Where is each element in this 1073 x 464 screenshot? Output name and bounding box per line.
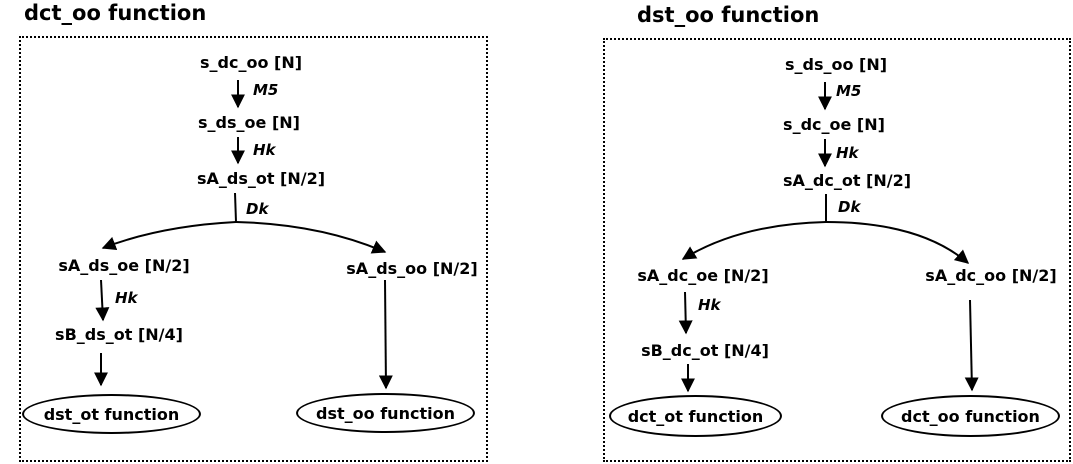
right-function-left-label: dct_ot function (627, 406, 764, 426)
left-op-dk: Dk (246, 200, 269, 218)
right-node-after-hk2: sB_dc_ot [N/4] (641, 341, 769, 360)
left-arrow-to-fn-right (378, 279, 393, 390)
right-node-after-hk: sA_dc_ot [N/2] (782, 171, 912, 190)
right-node-after-m5: s_dc_oe [N] (783, 115, 885, 134)
left-node-after-m5: s_ds_oe [N] (198, 113, 300, 132)
left-node-after-hk2: sB_ds_ot [N/4] (55, 325, 183, 344)
left-dk-arc-right (235, 221, 387, 254)
right-op-dk: Dk (838, 198, 861, 216)
left-op-hk1: Hk (253, 141, 276, 159)
left-node-branch-right: sA_ds_oo [N/2] (346, 259, 478, 278)
right-op-hk1: Hk (836, 144, 859, 162)
right-panel-title: dst_oo function (637, 3, 820, 27)
right-arrow-to-fn-right (964, 299, 979, 392)
right-op-m5: M5 (836, 82, 862, 100)
right-dk-arc-left (681, 221, 827, 260)
left-function-right-label: dst_oo function (316, 403, 455, 423)
left-panel-frame (19, 36, 488, 462)
right-dk-arc-right (825, 221, 970, 264)
left-function-left: dst_ot function (22, 394, 201, 434)
left-function-left-label: dst_ot function (43, 404, 180, 424)
right-node-branch-right: sA_dc_oo [N/2] (925, 266, 1057, 285)
right-node-branch-left: sA_dc_oe [N/2] (637, 266, 769, 285)
right-node-input: s_ds_oo [N] (784, 55, 888, 74)
left-dk-arc-left (101, 221, 237, 250)
right-panel-frame (603, 38, 1071, 462)
left-dk-stem (234, 192, 237, 223)
right-function-left: dct_ot function (609, 395, 782, 437)
left-op-m5: M5 (253, 81, 279, 99)
right-function-right: dct_oo function (881, 395, 1060, 437)
left-node-after-hk: sA_ds_ot [N/2] (196, 169, 326, 188)
right-arrow-hk2 (678, 291, 693, 335)
left-node-input: s_dc_oo [N] (199, 53, 303, 72)
right-op-hk2: Hk (698, 296, 721, 314)
left-arrow-hk2 (95, 279, 110, 322)
left-panel-title: dct_oo function (24, 1, 207, 25)
right-function-right-label: dct_oo function (901, 406, 1040, 426)
left-node-branch-left: sA_ds_oe [N/2] (58, 256, 190, 275)
left-op-hk2: Hk (115, 289, 138, 307)
left-function-right: dst_oo function (296, 393, 475, 433)
